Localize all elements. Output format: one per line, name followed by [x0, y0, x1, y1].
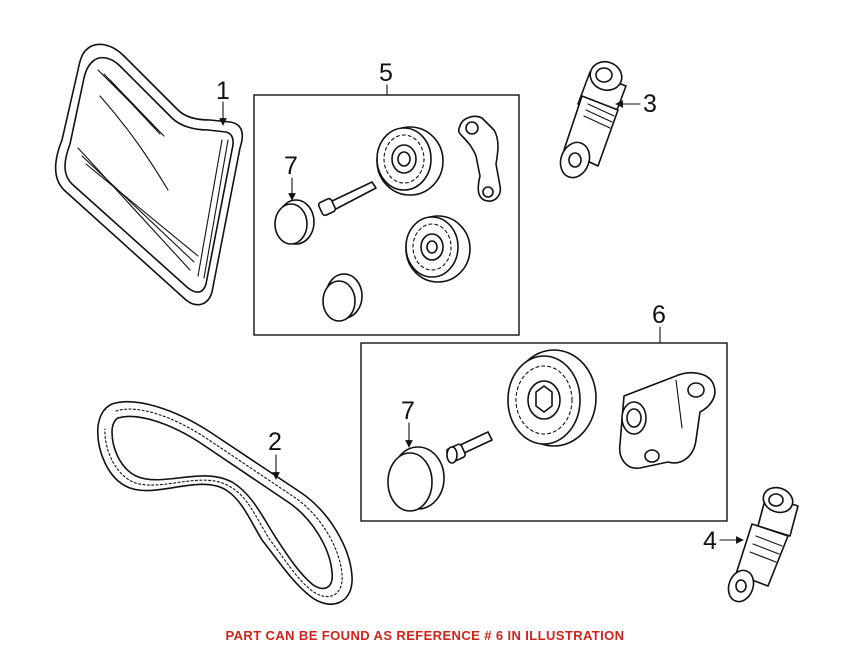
toothed-belt-part-2 [97, 400, 353, 605]
callout-number-7-lower: 7 [401, 397, 415, 425]
kit-box-6: 6 7 [360, 301, 728, 522]
callout-4: 4 [703, 527, 744, 555]
dust-cap-upper [274, 199, 315, 245]
dust-cap-extra [322, 273, 363, 322]
idler-pulley-kit-6 [507, 349, 597, 447]
callout-1: 1 [216, 77, 230, 126]
callout-3: 3 [615, 90, 657, 118]
idler-pulley-lower [405, 215, 471, 283]
kit-6-frame [360, 342, 728, 522]
callout-number-5: 5 [379, 59, 393, 87]
bolt-kit-6 [445, 431, 493, 464]
callout-number-1: 1 [216, 77, 230, 105]
tensioner-part-3 [559, 60, 627, 179]
callout-number-4: 4 [703, 527, 717, 555]
callout-number-2: 2 [268, 428, 282, 456]
dust-cap-lower [387, 446, 445, 512]
tensioner-bracket-kit-6 [618, 372, 716, 469]
callout-2: 2 [268, 428, 282, 480]
tensioner-part-4 [727, 486, 799, 603]
callout-number-7-upper: 7 [284, 152, 298, 180]
ribbed-belt-part-1 [54, 43, 244, 306]
callout-number-3: 3 [643, 90, 657, 118]
idler-pulley-upper [376, 126, 444, 196]
reference-caption: PART CAN BE FOUND AS REFERENCE # 6 IN IL… [226, 628, 625, 643]
tensioner-bracket-upper [457, 115, 502, 202]
kit-box-5: 5 [253, 59, 520, 336]
bolt-upper [317, 181, 377, 217]
callout-number-6: 6 [652, 301, 666, 329]
